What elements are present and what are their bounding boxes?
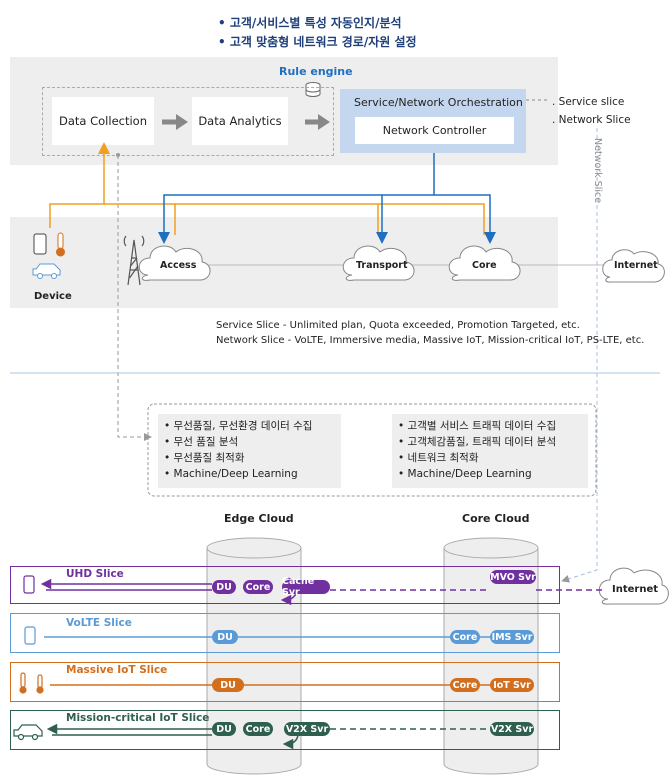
- mc-core-node: Core: [243, 722, 273, 736]
- edge-feature-item: • 무선 품질 분석: [164, 436, 239, 448]
- mc-slice-title: Mission-critical IoT Slice: [66, 712, 210, 724]
- access-label: Access: [160, 260, 197, 271]
- internet-cloud-lower-shape: [598, 567, 669, 605]
- iot-slice-title: Massive IoT Slice: [66, 664, 168, 676]
- volte-du-node: DU: [212, 630, 238, 644]
- internet-cloud-shape: [602, 249, 665, 283]
- phone-icon-top: [33, 233, 47, 255]
- internet-label: Internet: [614, 260, 658, 271]
- iot-du-node: DU: [212, 678, 244, 692]
- core-label: Core: [472, 260, 497, 271]
- thermometer-icon-iot: [19, 672, 44, 694]
- volte-core-node: Core: [450, 630, 480, 644]
- mc-slice-box: [10, 710, 560, 750]
- core-feature-item: • 네트워크 최적화: [398, 452, 479, 464]
- core-features-box: • 고객별 서비스 트래픽 데이터 수집 • 고객체감품질, 트래픽 데이터 분…: [392, 414, 588, 488]
- edge-feature-item: • Machine/Deep Learning: [164, 468, 298, 480]
- uhd-du-node: DU: [212, 580, 236, 594]
- core-feature-item: • Machine/Deep Learning: [398, 468, 532, 480]
- edge-features-box: • 무선품질, 무선환경 데이터 수집 • 무선 품질 분석 • 무선품질 최적…: [158, 414, 341, 488]
- core-cloud-shape: [448, 245, 521, 281]
- volte-slice-title: VoLTE Slice: [66, 617, 132, 629]
- data-collection-box: Data Collection: [52, 97, 154, 145]
- transport-label: Transport: [356, 260, 408, 271]
- orchestration-label: Service/Network Orchestration: [354, 96, 523, 109]
- car-icon-mc: [13, 724, 43, 741]
- core-feature-item: • 고객체감품질, 트래픽 데이터 분석: [398, 436, 557, 448]
- header-bullet-2: • 고객 맞춤형 네트워크 경로/자원 설정: [218, 35, 417, 49]
- iot-slice-box: [10, 662, 560, 702]
- phone-icon-uhd: [23, 575, 35, 594]
- edge-feature-item: • 무선품질 최적화: [164, 452, 245, 464]
- volte-slice-box: [10, 613, 560, 653]
- mc-du-node: DU: [212, 722, 236, 736]
- cell-tower-icon: [123, 235, 145, 286]
- network-slice-note: Network Slice - VoLTE, Immersive media, …: [216, 335, 645, 346]
- edge-cloud-cylinder: [206, 537, 302, 775]
- rule-engine-label: Rule engine: [279, 65, 353, 78]
- car-icon-top: [32, 263, 61, 279]
- core-feature-item: • 고객별 서비스 트래픽 데이터 수집: [398, 420, 557, 432]
- network-controller-box: Network Controller: [355, 117, 514, 144]
- volte-ims-server: IMS Svr: [490, 630, 534, 644]
- core-cloud-label: Core Cloud: [462, 512, 530, 525]
- transport-cloud-shape: [342, 245, 415, 281]
- rule-engine-boundary: [42, 87, 334, 156]
- edge-cloud-label: Edge Cloud: [224, 512, 294, 525]
- service-slice-label: . Service slice: [552, 96, 625, 108]
- header-bullet-1: • 고객/서비스별 특성 자동인지/분석: [218, 16, 402, 30]
- uhd-cache-server: Cache Svr: [282, 576, 330, 598]
- device-label: Device: [34, 291, 72, 302]
- iot-core-node: Core: [450, 678, 480, 692]
- core-cloud-cylinder: [443, 537, 539, 775]
- service-slice-note: Service Slice - Unlimited plan, Quota ex…: [216, 320, 580, 331]
- uhd-core-node: Core: [243, 580, 273, 594]
- mc-v2x-edge-server: V2X Svr: [284, 722, 330, 736]
- uhd-slice-title: UHD Slice: [66, 568, 124, 580]
- network-slice-label: . Network Slice: [552, 114, 631, 126]
- phone-icon-volte: [24, 626, 36, 645]
- thermometer-icon-top: [56, 232, 65, 257]
- access-cloud-shape: [138, 245, 211, 281]
- data-analytics-box: Data Analytics: [192, 97, 288, 145]
- uhd-mvo-server: MVO Svr: [490, 570, 536, 584]
- internet-lower-label: Internet: [612, 584, 659, 595]
- mc-v2x-core-server: V2X Svr: [490, 722, 534, 736]
- edge-feature-item: • 무선품질, 무선환경 데이터 수집: [164, 420, 313, 432]
- iot-server: IoT Svr: [490, 678, 534, 692]
